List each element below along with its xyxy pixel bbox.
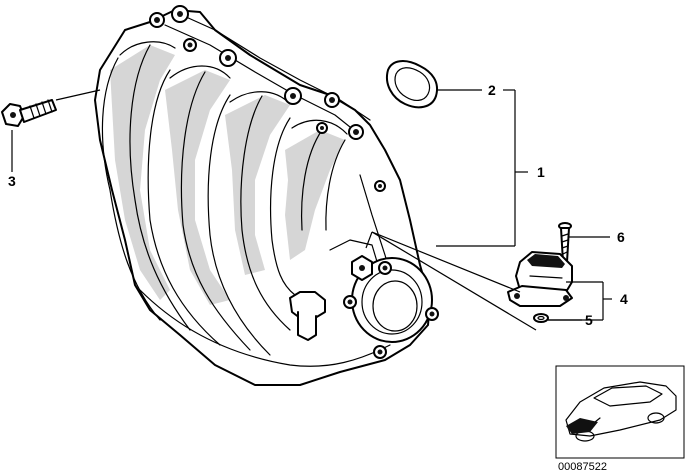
hex-bolt-icon [1, 99, 57, 127]
screw-icon [558, 222, 572, 263]
reference-number: 00087522 [558, 461, 607, 472]
vehicle-thumbnail: 00087522 [555, 365, 685, 472]
callout-2: 2 [488, 82, 496, 98]
sensor-housing-icon [507, 251, 573, 307]
intake-manifold-icon [94, 5, 439, 386]
callout-6: 6 [617, 229, 625, 245]
callout-1: 1 [537, 164, 545, 180]
callout-4: 4 [620, 291, 628, 307]
leader-lines [11, 89, 612, 331]
o-ring-icon [533, 313, 549, 323]
callout-3: 3 [8, 173, 16, 189]
callout-labels: 1 2 3 4 5 6 [8, 82, 628, 328]
callout-5: 5 [585, 312, 593, 328]
car-outline-icon [565, 381, 677, 442]
gasket-ring-icon [386, 60, 438, 109]
